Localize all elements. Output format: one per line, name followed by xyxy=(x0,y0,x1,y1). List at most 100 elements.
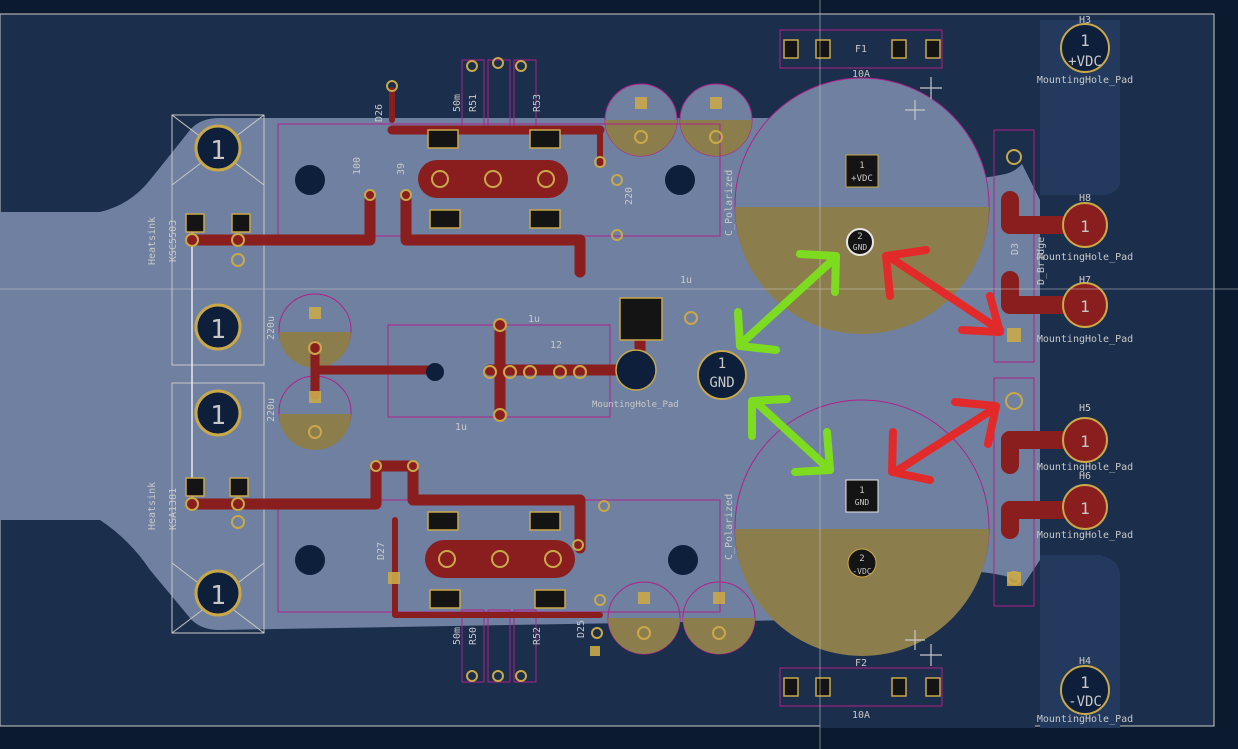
svg-text:+VDC: +VDC xyxy=(1068,54,1102,70)
svg-text:1u: 1u xyxy=(680,275,692,286)
svg-text:R51: R51 xyxy=(468,94,479,112)
svg-text:Heatsink: Heatsink xyxy=(147,482,158,530)
svg-text:100: 100 xyxy=(352,157,363,175)
svg-text:MountingHole_Pad: MountingHole_Pad xyxy=(1037,714,1133,725)
svg-text:12: 12 xyxy=(550,340,562,351)
svg-text:1u: 1u xyxy=(455,422,467,433)
driver-transistor-bottom[interactable] xyxy=(425,540,575,578)
svg-text:Heatsink: Heatsink xyxy=(147,217,158,265)
small-capacitor-bottom-left[interactable] xyxy=(607,581,681,655)
svg-text:MountingHole_Pad: MountingHole_Pad xyxy=(1037,334,1133,345)
svg-text:H6: H6 xyxy=(1079,471,1091,482)
cap-top-pos-terminal[interactable]: 1 +VDC xyxy=(845,154,879,188)
svg-text:10A: 10A xyxy=(852,69,870,80)
svg-text:R52: R52 xyxy=(532,627,543,645)
driver-transistor-top[interactable] xyxy=(418,160,568,198)
silk-labels: F1 10A F2 10A Heatsink Heatsink KSC5503 … xyxy=(147,44,1047,721)
mounting-hole-h4[interactable]: 1 -VDC H4 MountingHole_Pad xyxy=(1037,656,1133,725)
svg-text:50m: 50m xyxy=(452,94,463,112)
mounting-hole-h3[interactable]: 1 +VDC H3 MountingHole_Pad xyxy=(1037,15,1133,86)
heatsink-hole-3[interactable]: 1 xyxy=(194,389,242,437)
svg-text:1: 1 xyxy=(1080,297,1090,316)
svg-text:10A: 10A xyxy=(852,710,870,721)
svg-text:+VDC: +VDC xyxy=(851,174,873,184)
mounting-hole-h6[interactable]: 1 H6 MountingHole_Pad xyxy=(1037,471,1133,541)
svg-text:C_Polarized: C_Polarized xyxy=(724,170,735,236)
big-capacitor-bottom[interactable] xyxy=(734,399,990,656)
svg-text:39: 39 xyxy=(396,163,407,175)
svg-text:1: 1 xyxy=(210,401,226,431)
polarity-marks xyxy=(905,77,942,666)
svg-text:1: 1 xyxy=(859,161,864,171)
svg-text:220u: 220u xyxy=(266,316,277,340)
svg-text:D27: D27 xyxy=(376,542,387,560)
svg-text:D26: D26 xyxy=(374,104,385,122)
heatsink-hole-1[interactable]: 1 xyxy=(194,124,242,172)
mounting-hole-h8[interactable]: 1 H8 MountingHole_Pad xyxy=(1037,193,1133,263)
rect-pads xyxy=(185,39,941,697)
small-capacitor-top-left[interactable] xyxy=(604,83,678,157)
svg-text:1: 1 xyxy=(1080,432,1090,451)
svg-text:50m: 50m xyxy=(452,627,463,645)
svg-text:R50: R50 xyxy=(468,627,479,645)
pads xyxy=(308,57,1023,682)
through-holes xyxy=(295,165,698,575)
heatsink-hole-2[interactable]: 1 xyxy=(194,303,242,351)
svg-text:GND: GND xyxy=(855,498,870,507)
cap-top-gnd-terminal[interactable]: 2 GND xyxy=(846,228,874,256)
svg-text:D_Bridge: D_Bridge xyxy=(1036,237,1047,285)
svg-text:GND: GND xyxy=(709,375,734,391)
svg-text:1: 1 xyxy=(210,136,226,166)
square-pads xyxy=(309,97,1021,656)
mid-hole-left xyxy=(615,349,657,391)
svg-text:H8: H8 xyxy=(1079,193,1091,204)
svg-text:H3: H3 xyxy=(1079,15,1091,26)
small-capacitor-mid-upper[interactable] xyxy=(278,293,352,368)
red-arrows xyxy=(882,246,1004,484)
board-cutout-bottom xyxy=(820,571,1036,728)
svg-text:1: 1 xyxy=(1080,499,1090,518)
transistor-leads xyxy=(185,233,245,529)
svg-text:2: 2 xyxy=(857,232,862,242)
svg-text:KSA1381: KSA1381 xyxy=(168,488,179,530)
heatsink-hole-4[interactable]: 1 xyxy=(194,569,242,617)
svg-text:D3: D3 xyxy=(1010,243,1021,255)
svg-text:1: 1 xyxy=(1080,31,1090,50)
small-capacitor-top-right[interactable] xyxy=(679,83,753,157)
svg-text:F1: F1 xyxy=(855,44,867,55)
svg-text:220u: 220u xyxy=(266,398,277,422)
svg-text:-VDC: -VDC xyxy=(852,567,871,576)
mounting-hole-h5[interactable]: 1 H5 MountingHole_Pad xyxy=(1037,403,1133,473)
svg-text:1: 1 xyxy=(859,486,864,496)
svg-text:H4: H4 xyxy=(1079,656,1091,667)
gnd-mounting-hole-center[interactable]: 1 GND xyxy=(697,350,747,400)
svg-text:F2: F2 xyxy=(855,658,867,669)
svg-text:MountingHole_Pad: MountingHole_Pad xyxy=(1037,530,1133,541)
svg-text:MountingHole_Pad: MountingHole_Pad xyxy=(1037,252,1133,263)
svg-text:MountingHole_Pad: MountingHole_Pad xyxy=(1037,75,1133,86)
svg-text:KSC5503: KSC5503 xyxy=(168,220,179,262)
svg-text:MountingHole_Pad: MountingHole_Pad xyxy=(592,400,679,410)
cap-bottom-neg-terminal[interactable]: 2 -VDC xyxy=(847,548,877,578)
svg-text:2: 2 xyxy=(859,554,864,564)
green-arrows xyxy=(734,250,840,476)
svg-text:220: 220 xyxy=(624,187,635,205)
mounting-hole-h7[interactable]: 1 H7 MountingHole_Pad xyxy=(1037,275,1133,345)
small-capacitor-bottom-right[interactable] xyxy=(682,581,756,655)
svg-text:H7: H7 xyxy=(1079,275,1091,286)
svg-text:-VDC: -VDC xyxy=(1068,694,1102,710)
small-capacitor-mid-lower[interactable] xyxy=(278,375,352,450)
cap-bottom-gnd-terminal[interactable]: 1 GND xyxy=(845,479,879,513)
svg-text:MountingHole_Pad: MountingHole_Pad xyxy=(1037,462,1133,473)
svg-text:1: 1 xyxy=(1080,673,1090,692)
svg-text:GND: GND xyxy=(853,243,868,252)
svg-text:1: 1 xyxy=(210,581,226,611)
svg-text:1: 1 xyxy=(1080,217,1090,236)
svg-text:1u: 1u xyxy=(528,314,540,325)
svg-text:R53: R53 xyxy=(532,94,543,112)
big-capacitor-top[interactable] xyxy=(734,77,990,334)
svg-text:1: 1 xyxy=(210,315,226,345)
svg-text:H5: H5 xyxy=(1079,403,1091,414)
